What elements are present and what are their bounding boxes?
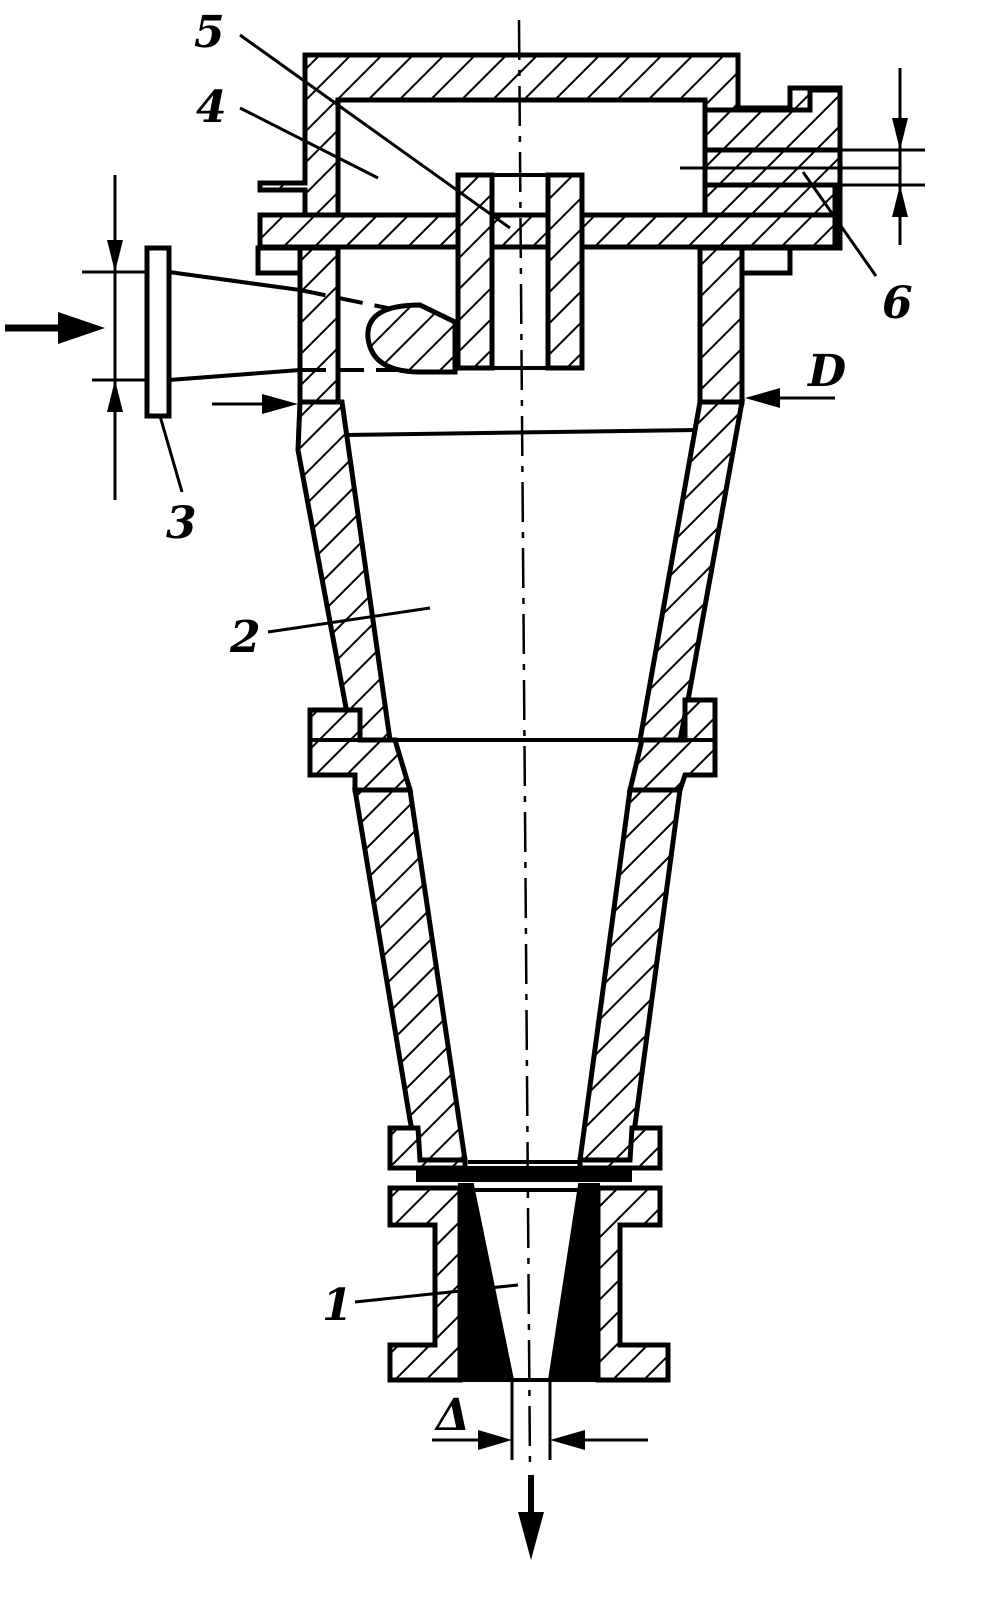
apex-housing-left — [387, 1185, 463, 1383]
leader-1 — [354, 1283, 519, 1304]
apex-nozzle — [387, 1166, 671, 1383]
inlet-flange — [144, 245, 172, 419]
upper-cone-left-wall — [295, 399, 393, 743]
inlet-channel-section — [365, 302, 458, 375]
leader-6 — [801, 171, 878, 277]
label-diameter: D — [806, 346, 846, 397]
center-axis — [517, 19, 532, 1471]
apex-housing-right — [595, 1185, 671, 1383]
label-apex-opening: Δ — [434, 1390, 470, 1441]
label-part-6: 6 — [882, 278, 913, 329]
label-part-1: 1 — [322, 1280, 353, 1331]
apex-liner-left — [458, 1183, 515, 1382]
cylinder-left-wall — [297, 245, 341, 405]
underflow-arrow — [518, 1475, 544, 1560]
feed-arrow — [5, 312, 105, 344]
label-part-4: 4 — [196, 82, 227, 133]
leader-5 — [239, 33, 511, 230]
lower-cone-left-wall — [352, 787, 468, 1163]
diameter-dimension — [212, 388, 835, 414]
leader-3 — [158, 415, 184, 493]
inlet-lower-edge — [168, 368, 301, 382]
label-part-5: 5 — [194, 7, 225, 58]
apex-liner-right — [547, 1183, 600, 1382]
top-cover — [257, 52, 900, 251]
label-part-2: 2 — [229, 612, 261, 663]
inlet-upper-edge — [168, 270, 301, 292]
vortex-finder-right-wall — [545, 172, 585, 371]
apex-gasket — [416, 1166, 632, 1182]
lower-cone-right-wall — [577, 787, 683, 1163]
leader-2 — [267, 606, 431, 634]
apex-opening-dimension — [432, 1382, 648, 1460]
leader-4 — [239, 106, 379, 180]
cylinder-right-wall — [697, 245, 745, 405]
outlet-dimension — [840, 68, 925, 245]
lower-flange-left — [387, 1125, 468, 1171]
feed-inlet — [144, 245, 458, 419]
upper-cone-right-wall — [637, 399, 745, 743]
middle-flange-left — [307, 707, 414, 793]
inlet-dimension — [82, 175, 147, 500]
label-part-3: 3 — [166, 498, 197, 549]
